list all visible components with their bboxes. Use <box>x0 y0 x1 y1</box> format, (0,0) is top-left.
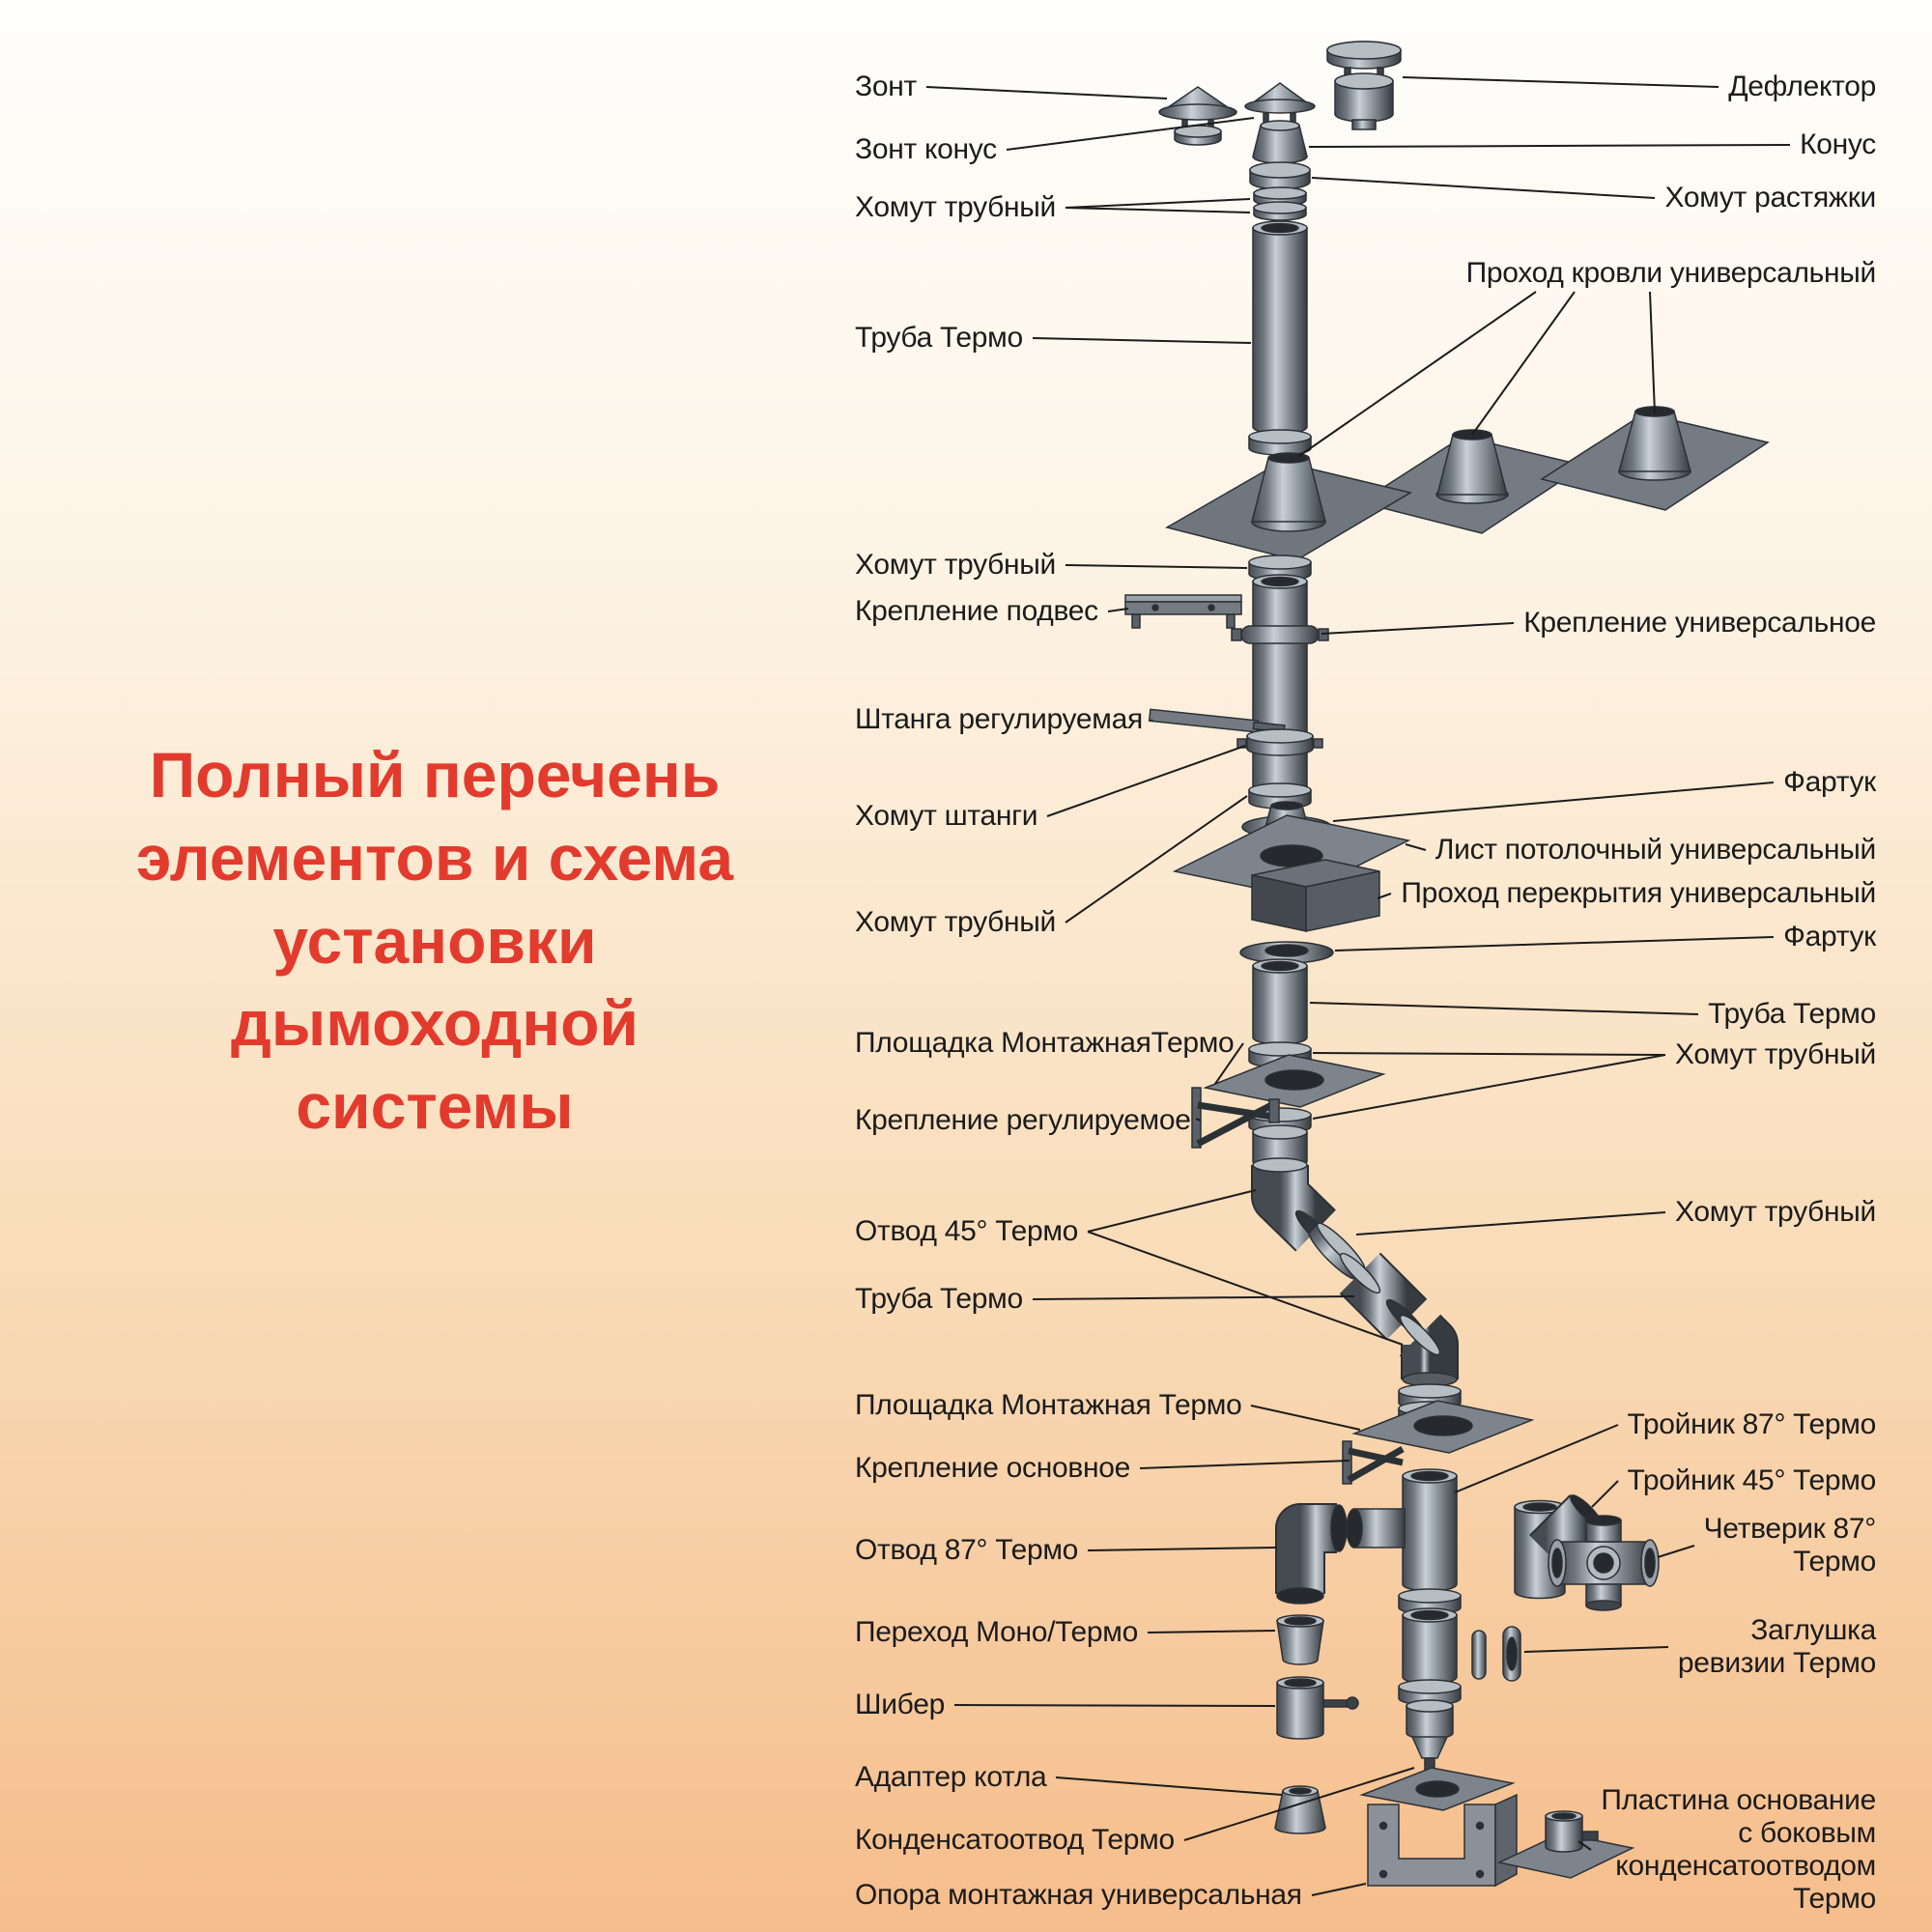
kreplenie-podves-part <box>1124 594 1242 629</box>
diagram-title: Полный перечень элементов и схема устано… <box>135 739 734 1143</box>
ploshchadka-2 <box>1351 1400 1535 1454</box>
ploshchadka-1 <box>1203 1054 1386 1108</box>
adapter-kotla-part <box>1274 1785 1326 1834</box>
prohod-perekrytiya-part <box>1251 859 1380 932</box>
fartuk-2 <box>1239 941 1334 964</box>
homut-ring-1 <box>1248 429 1312 456</box>
deflector-part <box>1326 41 1402 130</box>
kreplenie-osnovnoe-part <box>1342 1440 1405 1485</box>
kondensatootvod-part <box>1406 1699 1454 1773</box>
otvod-87-part <box>1275 1503 1348 1605</box>
perehod-part <box>1276 1614 1324 1665</box>
zont-konus-part <box>1244 82 1316 125</box>
kreplenie-reguliruemoe-part <box>1191 1087 1280 1149</box>
truba-termo-pipe-3 <box>1252 958 1308 1045</box>
chetverik-part <box>1548 1515 1660 1611</box>
plastina-part <box>1496 1810 1635 1879</box>
opora-part <box>1359 1767 1518 1888</box>
homut-rastyazhki-part <box>1249 161 1311 190</box>
zaglushka-part <box>1471 1626 1521 1682</box>
otvod-45-lower <box>1399 1314 1459 1387</box>
troinik-87-part <box>1346 1468 1458 1592</box>
truba-termo-pipe-2 <box>1252 574 1308 798</box>
zont-part <box>1158 86 1237 146</box>
roof-pass-1 <box>1165 452 1412 561</box>
homut-trubny-rings-top <box>1253 186 1307 221</box>
shiber-part <box>1276 1676 1359 1740</box>
truba-lower <box>1402 1607 1458 1685</box>
kreplenie-universalnoe-part <box>1231 625 1329 644</box>
homut-shtangi-part <box>1236 728 1323 756</box>
konus-part <box>1252 120 1308 164</box>
truba-termo-pipe-1 <box>1252 220 1308 435</box>
roof-pass-3 <box>1540 406 1770 511</box>
